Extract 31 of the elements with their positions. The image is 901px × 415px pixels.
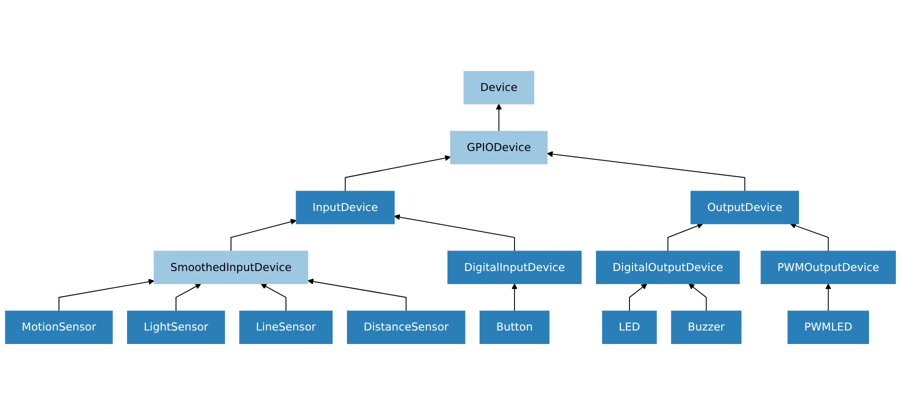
arrow: [825, 283, 832, 312]
arrow: [394, 214, 515, 252]
node-box: DigitalOutputDevice: [596, 250, 740, 284]
arrow: [546, 151, 746, 192]
arrow: [688, 283, 707, 312]
arrow: [512, 283, 518, 312]
arrow: [629, 283, 648, 312]
arrow: [176, 283, 202, 312]
node-box: SmoothedInputDevice: [154, 250, 308, 284]
arrow: [260, 283, 286, 312]
arrow: [230, 218, 296, 252]
arrow: [667, 223, 704, 252]
node-box: InputDevice: [296, 190, 395, 224]
arrow: [58, 278, 154, 312]
node-box: DistanceSensor: [346, 310, 466, 344]
arrow: [496, 104, 502, 132]
node-box: PWMLED: [788, 310, 870, 344]
node-box: Button: [480, 310, 550, 344]
node-box: Buzzer: [671, 310, 742, 344]
node-box: GPIODevice: [450, 130, 548, 164]
node-box: MotionSensor: [5, 310, 113, 344]
node-box: DigitalInputDevice: [447, 250, 582, 284]
node-box: LED: [602, 310, 657, 344]
arrow: [790, 222, 829, 252]
arrow: [344, 155, 451, 192]
node-box: LightSensor: [127, 310, 225, 344]
node-box: Device: [464, 70, 534, 104]
arrow: [308, 278, 407, 312]
node-box: LineSensor: [239, 310, 333, 344]
node-box: OutputDevice: [690, 190, 799, 224]
node-box: PWMOutputDevice: [760, 250, 896, 284]
